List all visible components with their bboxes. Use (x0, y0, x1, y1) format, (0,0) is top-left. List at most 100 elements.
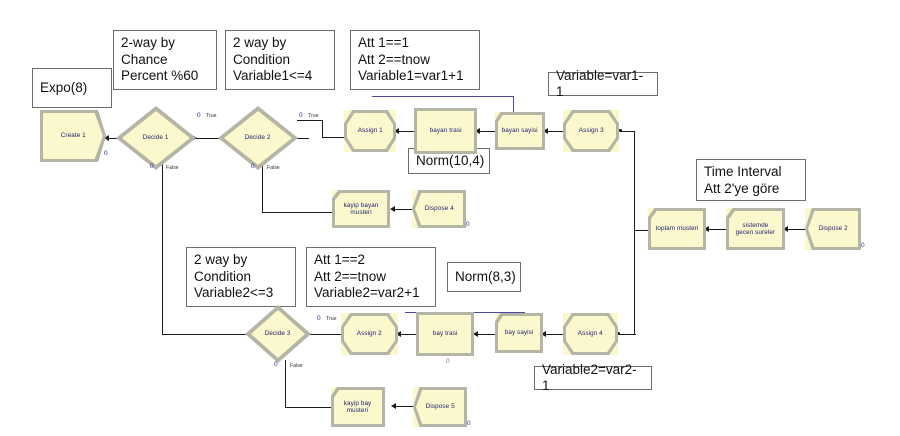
kayip-bay-musteri-label: kayip bay musteri (344, 399, 372, 414)
decide-3-label: Decide 3 (265, 330, 291, 338)
decide-2[interactable]: Decide 2 (218, 106, 301, 173)
dispose-4-port-0: 0 (466, 221, 470, 228)
connector-assign3-right (620, 131, 635, 133)
assign-4[interactable]: Assign 4 (563, 313, 621, 358)
connector-assign2-baytrasi (398, 334, 416, 336)
decide-2-true-port: 0 (299, 112, 303, 119)
connector-baysayisi-assign4 (543, 334, 563, 336)
connector-decide1-false-h (162, 334, 246, 336)
decide-3-true-tag: True (326, 316, 337, 322)
expo-callout: Expo(8) (32, 68, 112, 108)
assign-2-label: Assign 2 (356, 330, 383, 338)
bayan-sayisi-body (498, 115, 542, 147)
connector-assign3-down (634, 131, 636, 231)
connector-decide2-false-h (262, 212, 332, 214)
bayan-trasi[interactable]: bayan trasi (414, 108, 480, 157)
kayip-bayan-musteri[interactable]: kayip bayan musteri (332, 190, 393, 231)
sistemde-gecen-sureler-body (729, 211, 782, 247)
assign-3-label: Assign 3 (578, 127, 604, 135)
condition1-callout: 2 way by Condition Variable1<=4 (225, 30, 335, 90)
assign4-callout: Variable2=var2-1 (534, 362, 652, 393)
assign-2-body (344, 316, 395, 352)
bay-trasi-port-0: 0 (446, 358, 450, 365)
junction-assign4 (617, 332, 620, 335)
connector-dispose5-kayipbay (393, 406, 413, 408)
decide-3[interactable]: Decide 3 (245, 305, 314, 366)
bayan-trasi-label: bayan trasi (429, 127, 462, 135)
arrow-baytrasi-baysayisi (473, 331, 478, 337)
connector-assign4-up (634, 231, 636, 335)
decide-2-false-port: 0 (251, 163, 255, 170)
bayan-trasi-body (417, 111, 474, 151)
kayip-bay-musteri-body (334, 390, 382, 424)
decide-3-true-port: 0 (317, 315, 321, 322)
kayip-bayan-musteri-label: kayip bayan musteri (343, 201, 379, 216)
connector-decide3-false-v (285, 360, 287, 408)
toplam-musteri-body (651, 211, 703, 247)
junction-assign3 (619, 129, 622, 132)
bay-sayisi-label: bay sayisi (504, 329, 534, 337)
connector-decide2-assign1-c (322, 137, 344, 139)
dispose-5[interactable]: Dispose 5 (413, 387, 470, 430)
bay-trasi-label: bay trasi (432, 330, 458, 338)
decide-1[interactable]: Decide 1 (116, 106, 199, 173)
connector-decide3-assign2 (309, 334, 341, 336)
assign-3[interactable]: Assign 3 (563, 110, 622, 155)
assign-1-body (347, 113, 393, 149)
kayip-bay-musteri[interactable]: kayip bay musteri (331, 387, 388, 430)
dispose-5-port-0: 0 (467, 420, 471, 427)
create-1-label: Create 1 (60, 132, 86, 140)
assign-1[interactable]: Assign 1 (344, 110, 399, 155)
dispose-2-body (808, 211, 858, 247)
connector-decide2-assign1-v (322, 120, 324, 138)
sistemde-gecen-sureler[interactable]: sistemde gecen sureler (726, 208, 788, 253)
connector-assign4-right (618, 334, 636, 336)
dispose-4[interactable]: Dispose 4 (412, 190, 469, 231)
arrow-assign1-bayantrasi (394, 128, 399, 134)
arrow-bayantrasi-bayansayisi (475, 128, 480, 134)
leader-assign1-drop (513, 96, 515, 116)
bay-trasi[interactable]: bay trasi (416, 312, 477, 359)
arrow-assign2-baytrasi (396, 331, 401, 337)
decide-1-false-port: 0 (150, 163, 154, 170)
connector-dispose4-kayipbayan (392, 209, 412, 211)
connector-sistemde-toplam (706, 229, 726, 231)
arrow-baysayisi-assign4 (541, 331, 546, 337)
connector-baytrasi-baysayisi (475, 334, 495, 336)
assign3-callout: Variable=var1-1 (548, 68, 658, 99)
bay-sayisi[interactable]: bay sayisi (495, 313, 546, 356)
time-interval-callout: Time Interval Att 2'ye göre (696, 159, 806, 201)
condition2-callout: 2 way by Condition Variable2<=3 (186, 247, 296, 307)
arrow-dispose4-kayipbayan (390, 206, 395, 212)
leader-assign1-underline (372, 96, 514, 98)
arrow-bayansayisi-assign3 (543, 128, 548, 134)
connector-decide1-false-v (162, 163, 164, 335)
assign-4-body (566, 316, 615, 352)
decide-2-false-tag: False (267, 165, 280, 171)
decide-3-false-tag: False (290, 363, 303, 369)
dispose-2-port-0: 0 (861, 242, 865, 249)
bay-sayisi-body (498, 316, 540, 350)
create-1-port-0: 0 (104, 150, 108, 157)
dispose-5-label: Dispose 5 (425, 403, 455, 411)
bayan-sayisi[interactable]: bayan sayisi (495, 112, 548, 153)
bayan-sayisi-label: bayan sayisi (502, 127, 538, 135)
dispose-2[interactable]: Dispose 2 (805, 208, 864, 253)
create-1[interactable]: Create 1 (40, 110, 106, 162)
assign-2[interactable]: Assign 2 (341, 313, 401, 358)
connector-assign3-toplam (634, 230, 648, 232)
arrow-sistemde-toplam (704, 226, 709, 232)
connector-dispose2-sistemde (785, 229, 805, 231)
dispose-4-label: Dispose 4 (424, 205, 454, 213)
decide-3-false-port: 0 (274, 361, 278, 368)
arrow-create1-decide1 (104, 135, 109, 141)
connector-decide2-assign1 (297, 120, 323, 122)
toplam-musteri[interactable]: toplam musteri (648, 208, 709, 253)
assign2-callout: Att 1==2 Att 2==tnow Variable2=var2+1 (306, 247, 436, 307)
kayip-bayan-musteri-body (335, 193, 387, 225)
connector-decide1-decide2 (196, 138, 232, 140)
bay-trasi-body (419, 315, 471, 353)
arrow-dispose2-sistemde (783, 226, 788, 232)
decide-2-label: Decide 2 (245, 134, 271, 142)
